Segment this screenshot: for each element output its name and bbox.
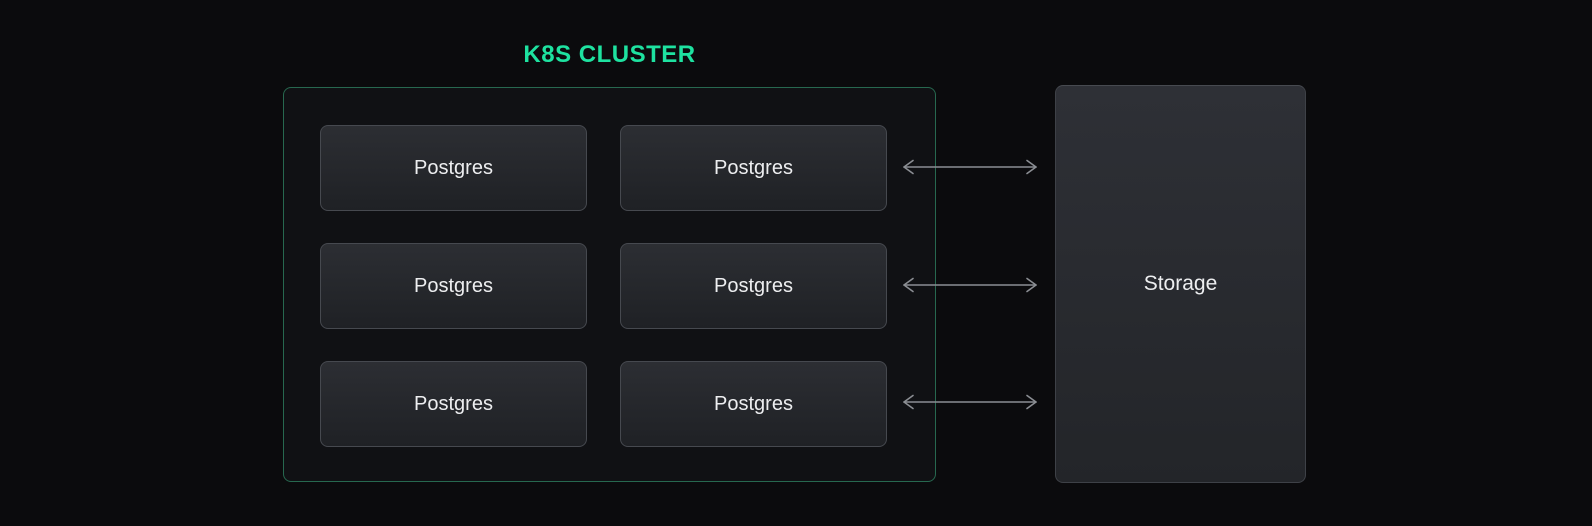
postgres-node-4: Postgres xyxy=(620,243,887,329)
postgres-node-3: Postgres xyxy=(320,243,587,329)
cluster-title: K8S CLUSTER xyxy=(523,41,696,68)
postgres-node-2: Postgres xyxy=(620,125,887,211)
storage-box: Storage xyxy=(1055,85,1306,483)
k8s-cluster-box: Postgres Postgres Postgres Postgres Post… xyxy=(283,87,936,482)
postgres-node-1: Postgres xyxy=(320,125,587,211)
postgres-node-5-label: Postgres xyxy=(414,392,493,415)
bidirectional-arrow-1 xyxy=(903,159,1037,175)
postgres-node-5: Postgres xyxy=(320,361,587,447)
bidirectional-arrow-2 xyxy=(903,277,1037,293)
postgres-node-6-label: Postgres xyxy=(714,392,793,415)
postgres-node-2-label: Postgres xyxy=(714,156,793,179)
postgres-node-4-label: Postgres xyxy=(714,274,793,297)
postgres-node-6: Postgres xyxy=(620,361,887,447)
storage-label: Storage xyxy=(1143,272,1218,295)
bidirectional-arrow-3 xyxy=(903,394,1037,410)
postgres-node-3-label: Postgres xyxy=(414,274,493,297)
postgres-node-1-label: Postgres xyxy=(414,156,493,179)
